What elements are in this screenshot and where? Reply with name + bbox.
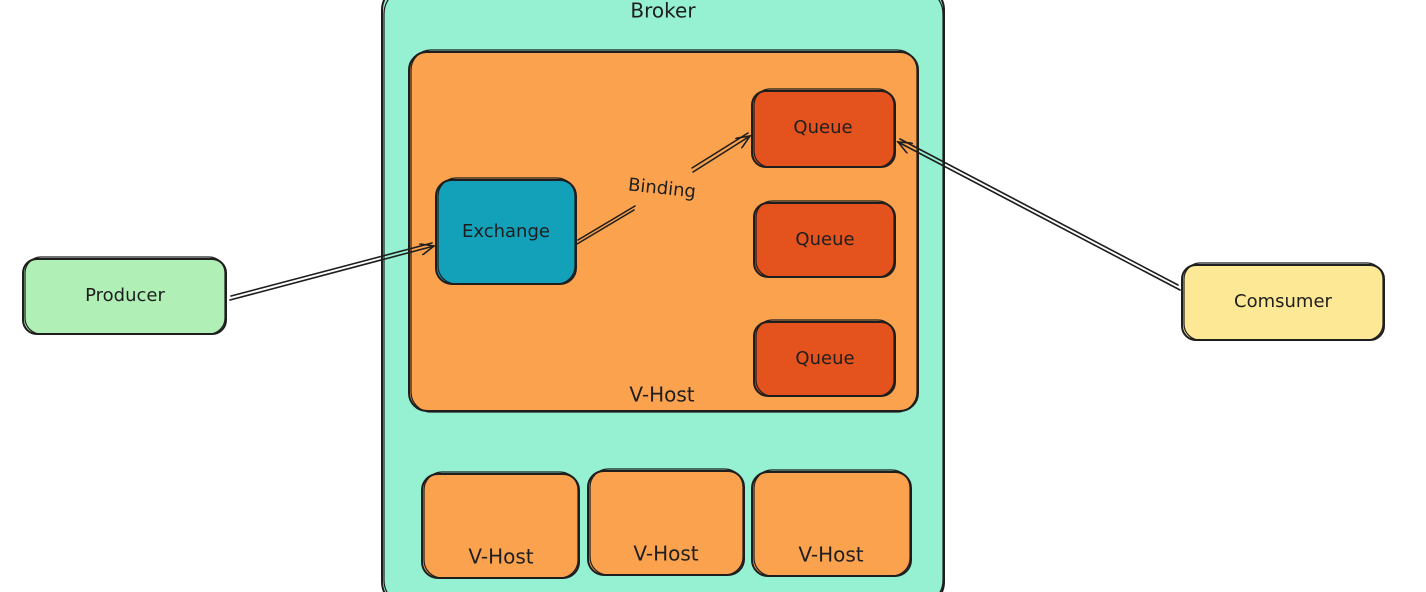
producer-box-sketch — [24, 256, 226, 335]
vhost-small-label-2: V-Host — [633, 542, 698, 566]
consumer-node[interactable]: Comsumer — [1181, 262, 1385, 341]
vhost-main-box-sketch — [410, 49, 918, 413]
queue-node-1[interactable]: Queue — [751, 88, 896, 168]
exchange-label: Exchange — [462, 221, 550, 242]
arrow-exchange-to-binding-line-sketch — [576, 209, 635, 245]
exchange-box-sketch — [437, 177, 576, 285]
arrow-consumer-to-queue-line-sketch — [899, 138, 1179, 286]
vhost-small-box-3-sketch — [753, 469, 911, 577]
arrow-producer-to-exchange-line — [229, 246, 434, 301]
vhost-small-3[interactable]: V-Host — [751, 469, 912, 577]
queue-box-2-sketch — [755, 200, 895, 278]
arrow-consumer-to-queue[interactable] — [898, 138, 1181, 291]
queue-label-2: Queue — [795, 229, 854, 250]
arrow-consumer-to-queue-line — [898, 142, 1181, 291]
vhost-small-label-3: V-Host — [798, 543, 863, 567]
vhost-small-label-1: V-Host — [468, 545, 533, 569]
arrow-binding-to-queue-line-sketch — [691, 132, 749, 169]
producer-node[interactable]: Producer — [22, 256, 227, 335]
queue-box-3-sketch — [755, 319, 895, 397]
broker-label: Broker — [630, 0, 696, 23]
vhost-main-label: V-Host — [629, 383, 694, 407]
arrow-binding-to-queue[interactable] — [691, 132, 750, 173]
exchange-node[interactable]: Exchange — [435, 177, 577, 285]
vhost-small-box-1-sketch — [423, 471, 579, 579]
vhost-small-box-2-sketch — [589, 468, 744, 576]
arrow-producer-to-exchange-line-sketch — [230, 242, 433, 297]
queue-node-2[interactable]: Queue — [753, 200, 896, 278]
consumer-label: Comsumer — [1234, 291, 1333, 312]
vhost-small-1[interactable]: V-Host — [421, 471, 580, 579]
broker-box-sketch — [383, 0, 944, 592]
arrow-exchange-to-binding-line — [577, 205, 636, 241]
arrow-producer-to-exchange[interactable] — [229, 242, 434, 301]
arrow-exchange-to-binding[interactable] — [576, 205, 636, 245]
queue-node-3[interactable]: Queue — [753, 319, 896, 397]
queue-box-1-sketch — [753, 88, 895, 168]
queue-label-3: Queue — [795, 348, 854, 369]
producer-label: Producer — [85, 285, 165, 306]
vhost-small-2[interactable]: V-Host — [587, 468, 745, 576]
queue-label-1: Queue — [793, 117, 852, 138]
arrow-binding-to-queue-line — [692, 136, 750, 173]
consumer-box-sketch — [1183, 262, 1384, 341]
